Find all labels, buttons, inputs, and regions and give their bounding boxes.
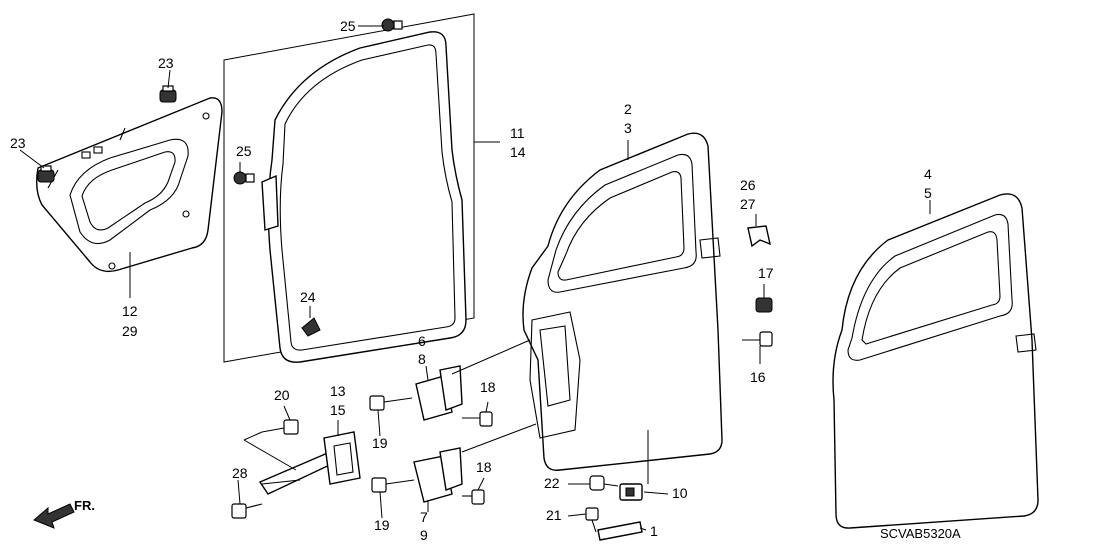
label-12: 12 bbox=[122, 303, 138, 319]
door-checker bbox=[258, 431, 361, 495]
latch-10 bbox=[619, 483, 643, 501]
lower-hinge bbox=[413, 447, 463, 503]
label-9: 9 bbox=[420, 527, 428, 543]
clip-25-top bbox=[381, 18, 403, 32]
checker-leaders bbox=[243, 431, 301, 485]
bolt-19-upper bbox=[369, 395, 413, 411]
label-24: 24 bbox=[300, 289, 316, 305]
label-26: 26 bbox=[740, 177, 756, 193]
label-20: 20 bbox=[274, 387, 290, 403]
label-14: 14 bbox=[510, 144, 526, 160]
label-25: 25 bbox=[340, 18, 356, 34]
hinge-to-door-leaders bbox=[451, 339, 537, 453]
bolt-22 bbox=[589, 475, 619, 491]
label-27: 27 bbox=[740, 196, 756, 212]
bolt-18-lower bbox=[462, 489, 485, 505]
clip-24 bbox=[301, 317, 321, 337]
label-11: 11 bbox=[510, 125, 525, 141]
upper-hinge bbox=[415, 365, 463, 421]
bracket-1 bbox=[597, 521, 643, 541]
bolt-28 bbox=[231, 503, 263, 519]
label-7: 7 bbox=[420, 509, 428, 525]
label-23: 23 bbox=[10, 135, 26, 151]
door-hole-seal bbox=[35, 97, 223, 273]
label-15: 15 bbox=[330, 402, 346, 418]
front-direction-indicator: FR. bbox=[33, 498, 95, 529]
label-25: 25 bbox=[236, 143, 252, 159]
part-number-labels: 23 23 12 29 25 25 11 14 24 2 3 26 27 17 … bbox=[10, 18, 932, 543]
label-28: 28 bbox=[232, 465, 248, 481]
bolt-16 bbox=[742, 331, 773, 347]
bracket-26-27 bbox=[747, 225, 771, 248]
label-16: 16 bbox=[750, 369, 766, 385]
front-door-panel bbox=[522, 132, 723, 471]
clip-25-side bbox=[233, 171, 255, 185]
front-indicator-text: FR. bbox=[74, 498, 95, 513]
label-10: 10 bbox=[672, 485, 688, 501]
drawing-code: SCVAB5320A bbox=[880, 526, 961, 541]
label-6: 6 bbox=[418, 333, 426, 349]
label-17: 17 bbox=[758, 265, 774, 281]
label-23: 23 bbox=[158, 55, 174, 71]
label-13: 13 bbox=[330, 383, 346, 399]
bolt-20 bbox=[261, 419, 299, 435]
label-22: 22 bbox=[544, 475, 560, 491]
bolt-18-upper bbox=[462, 411, 493, 427]
label-19: 19 bbox=[374, 517, 390, 533]
bolt-19-lower bbox=[371, 477, 415, 493]
label-4: 4 bbox=[924, 166, 932, 182]
label-8: 8 bbox=[418, 351, 426, 367]
bolt-21 bbox=[585, 507, 599, 533]
label-29: 29 bbox=[122, 323, 138, 339]
clip-23-upper bbox=[159, 85, 177, 103]
label-18: 18 bbox=[476, 459, 492, 475]
nut-17 bbox=[755, 297, 773, 313]
door-weatherstrip bbox=[261, 31, 467, 363]
leader-lines bbox=[19, 25, 931, 531]
label-19: 19 bbox=[372, 435, 388, 451]
door-skin bbox=[832, 193, 1039, 529]
label-18: 18 bbox=[480, 379, 496, 395]
label-2: 2 bbox=[624, 101, 632, 117]
clip-23-left bbox=[37, 165, 55, 183]
label-1: 1 bbox=[650, 523, 658, 539]
label-21: 21 bbox=[546, 507, 562, 523]
label-5: 5 bbox=[924, 185, 932, 201]
label-3: 3 bbox=[624, 120, 632, 136]
